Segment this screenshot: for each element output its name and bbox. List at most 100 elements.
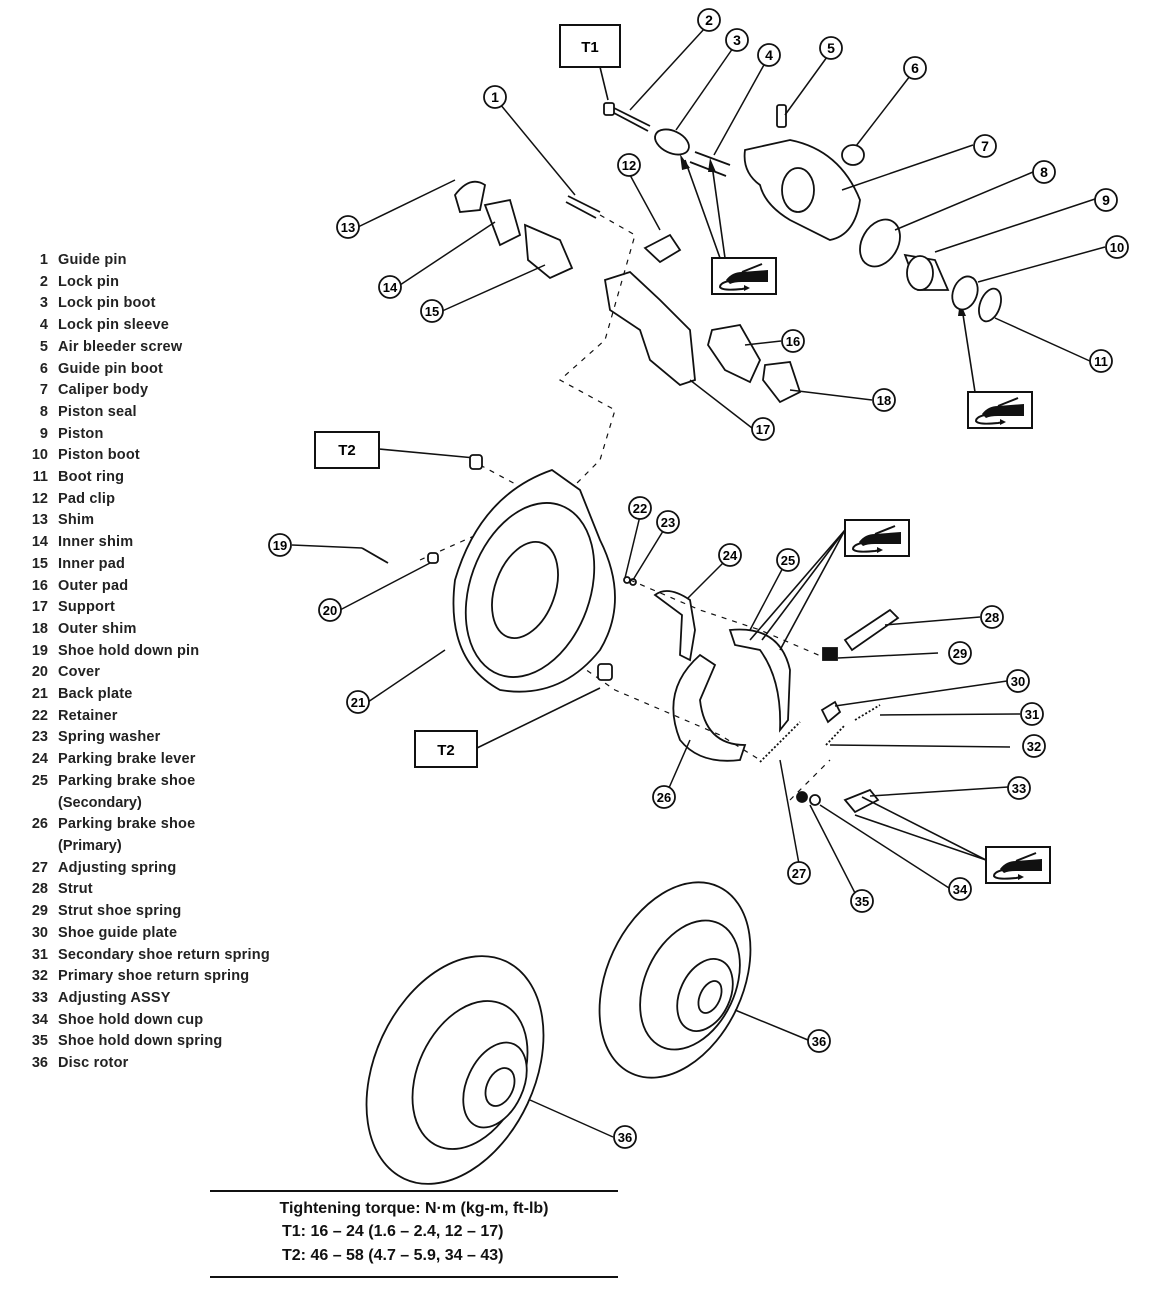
legend-number: 32 [31,968,48,985]
torque-label-t1: T1 [559,24,621,101]
callout-30: 30 [1006,669,1030,693]
callout-number: 2 [705,12,713,28]
callout-36: 36 [807,1029,831,1053]
legend-part-subtitle: (Primary) [58,837,122,854]
legend-number: 28 [31,881,48,898]
disc-rotors [365,881,752,1185]
callout-28: 28 [980,605,1004,629]
callout-circle [787,861,811,885]
legend-number: 21 [31,686,48,703]
grease-icon-parking-shoe [844,519,910,557]
callout-number: 33 [1012,781,1026,796]
grease-pointer-lines [684,159,987,861]
callout-circle [336,215,360,239]
legend-part-name: Adjusting ASSY [58,989,171,1006]
legend-item: 32 Primary shoe return spring [24,966,270,988]
legend-number: 17 [31,599,48,616]
callout-circle [617,153,641,177]
callout-number: 3 [733,32,741,48]
legend-number: 19 [31,642,48,659]
legend-item: 36 Disc rotor [24,1053,270,1075]
callout-25: 25 [776,548,800,572]
callout-19: 19 [268,533,292,557]
callout-circle [807,1029,831,1053]
legend-number: 20 [31,664,48,681]
legend-number: 33 [31,989,48,1006]
legend-item: 21 Back plate [24,684,270,706]
callout-circle [725,28,749,52]
callout-number: 23 [661,515,675,530]
callout-number: 10 [1110,240,1124,255]
callout-16: 16 [781,329,805,353]
legend-part-name: Primary shoe return spring [58,968,250,985]
legend-part-name: Shoe hold down pin [58,642,200,659]
legend-part-name: Disc rotor [58,1055,129,1072]
legend-number: 18 [31,620,48,637]
callout-number: 11 [1094,354,1108,369]
callout-circle [819,36,843,60]
legend-part-name: Strut [58,881,93,898]
legend-number: 4 [39,317,48,334]
callout-17: 17 [751,417,775,441]
callout-9: 9 [1094,188,1118,212]
legend-part-name: Back plate [58,686,133,703]
legend-number: 15 [31,555,48,572]
torque-label-t2-lower: T2 [414,687,601,768]
callout-number: 14 [383,280,398,295]
legend-part-name: Lock pin sleeve [58,317,169,334]
callout-number: 35 [855,894,869,909]
legend-number: 23 [31,729,48,746]
callout-31: 31 [1020,702,1044,726]
callout-number: 31 [1025,707,1039,722]
callout-circle [420,299,444,323]
callout-21: 21 [346,690,370,714]
t2-lower-label-text: T2 [437,742,455,759]
parking-brake-assembly [623,576,900,814]
t1-label-text: T1 [581,39,599,56]
legend-number: 9 [39,425,48,442]
legend-item: 33 Adjusting ASSY [24,988,270,1010]
callout-circle [973,134,997,158]
legend-number: 24 [31,751,48,768]
legend-part-name: Boot ring [58,469,125,486]
legend-part-name: Support [58,599,115,616]
torque-spec-table: Tightening torque: N·m (kg-m, ft-lb) T1:… [210,1190,618,1278]
legend-number: 36 [31,1055,48,1072]
legend-number: 7 [39,382,48,399]
legend-part-name: Air bleeder screw [58,338,183,355]
callout-number: 9 [1102,192,1110,208]
legend-item: 17 Support [24,597,270,619]
legend-part-name: Adjusting spring [58,859,177,876]
legend-item: 19 Shoe hold down pin [24,641,270,663]
legend-part-name: Parking brake shoe [58,816,196,833]
callout-24: 24 [718,543,742,567]
callout-1: 1 [483,85,507,109]
callout-circle [1032,160,1056,184]
legend-part-name: Spring washer [58,729,161,746]
callout-circle [948,641,972,665]
callout-number: 7 [981,138,989,154]
legend-part-name: Guide pin boot [58,360,164,377]
callout-number: 8 [1040,164,1048,180]
callout-circle [483,85,507,109]
legend-number: 3 [39,295,48,312]
callout-3: 3 [725,28,749,52]
legend-part-name: Parking brake lever [58,751,196,768]
legend-item: 23 Spring washer [24,727,270,749]
callout-number: 24 [723,548,738,563]
legend-part-name: Shoe guide plate [58,924,178,941]
callout-circle [613,1125,637,1149]
callout-number: 1 [491,89,499,105]
legend-number: 26 [31,816,48,833]
